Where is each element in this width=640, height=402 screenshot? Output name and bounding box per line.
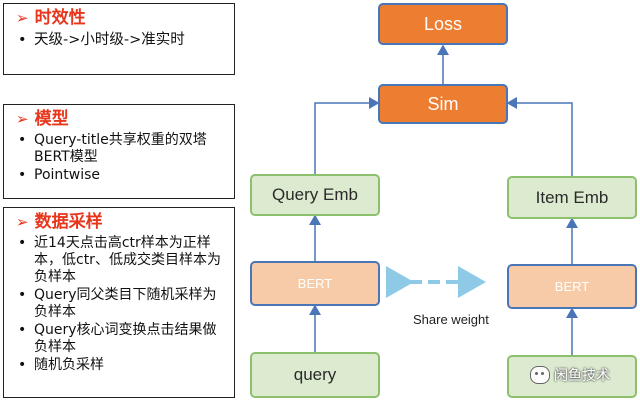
list-item: Pointwise bbox=[18, 167, 228, 184]
model-title: 模型 bbox=[34, 109, 69, 129]
model-header: ➢ 模型 bbox=[16, 111, 234, 128]
timeliness-panel: ➢ 时效性 天级->小时级->准实时 bbox=[3, 3, 235, 75]
model-panel: ➢ 模型 Query-title共享权重的双塔BERT模型 Pointwise bbox=[3, 104, 235, 199]
wechat-icon bbox=[530, 366, 550, 384]
list-item: Query-title共享权重的双塔BERT模型 bbox=[18, 132, 228, 166]
bert-left-node: BERT bbox=[250, 261, 380, 306]
list-item: Query核心词变换点击结果做负样本 bbox=[18, 322, 228, 356]
query-emb-to-sim-arrow bbox=[314, 97, 380, 174]
sampling-panel: ➢ 数据采样 近14天点击高ctr样本为正样本，低ctr、低成交类目样本为负样本… bbox=[3, 207, 235, 398]
list-item: 随机负采样 bbox=[18, 357, 228, 374]
list-item: Query同父类目下随机采样为负样本 bbox=[18, 287, 228, 321]
timeliness-title: 时效性 bbox=[34, 8, 86, 28]
sampling-list: 近14天点击高ctr样本为正样本，低ctr、低成交类目样本为负样本 Query同… bbox=[4, 235, 234, 374]
arrow-bullet-icon: ➢ bbox=[16, 213, 29, 231]
timeliness-list: 天级->小时级->准实时 bbox=[4, 31, 234, 49]
arrow-bullet-icon: ➢ bbox=[16, 110, 29, 128]
item-input-node bbox=[507, 355, 637, 398]
watermark: 闲鱼技术 bbox=[530, 365, 610, 385]
model-list: Query-title共享权重的双塔BERT模型 Pointwise bbox=[4, 132, 234, 184]
query-emb-node: Query Emb bbox=[250, 174, 380, 216]
query-input-node: query bbox=[250, 352, 380, 398]
arrow-bullet-icon: ➢ bbox=[16, 9, 29, 27]
sim-node: Sim bbox=[378, 84, 508, 124]
item-emb-to-sim-arrow bbox=[506, 97, 573, 176]
timeliness-header: ➢ 时效性 bbox=[16, 10, 234, 27]
watermark-text: 闲鱼技术 bbox=[554, 368, 610, 384]
share-weight-label: Share weight bbox=[413, 312, 489, 327]
list-item: 近14天点击高ctr样本为正样本，低ctr、低成交类目样本为负样本 bbox=[18, 235, 228, 286]
loss-node: Loss bbox=[378, 3, 508, 45]
list-item: 天级->小时级->准实时 bbox=[18, 31, 228, 49]
bert-right-node: BERT bbox=[507, 264, 637, 309]
item-emb-node: Item Emb bbox=[507, 176, 637, 219]
sampling-title: 数据采样 bbox=[34, 212, 103, 232]
sampling-header: ➢ 数据采样 bbox=[16, 214, 234, 231]
